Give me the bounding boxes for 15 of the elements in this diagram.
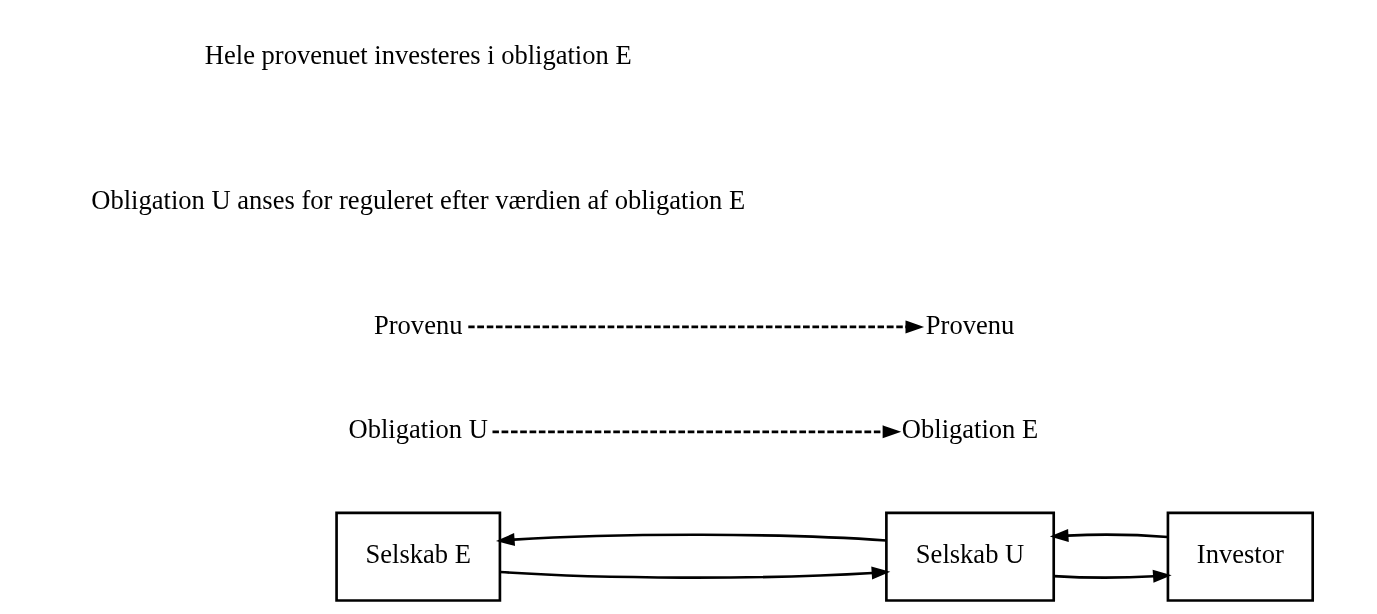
node-box: Selskab U <box>885 511 1056 602</box>
node-text: Provenu <box>374 309 463 340</box>
arrow <box>468 320 925 334</box>
arrow <box>496 533 887 547</box>
arrow <box>1053 569 1172 583</box>
arrow <box>492 425 902 439</box>
node-box: Selskab E <box>335 511 502 602</box>
label: Hele provenuet investeres i obligation E <box>204 39 632 70</box>
node-text: Provenu <box>925 309 1015 340</box>
arrow <box>499 566 891 580</box>
node-box: Investor <box>1166 511 1314 602</box>
arrow <box>1049 528 1168 542</box>
node-text: Obligation E <box>901 414 1039 445</box>
label: Obligation U anses for reguleret efter værdien af obligation E <box>91 184 746 215</box>
node-text: Obligation U <box>348 414 488 445</box>
